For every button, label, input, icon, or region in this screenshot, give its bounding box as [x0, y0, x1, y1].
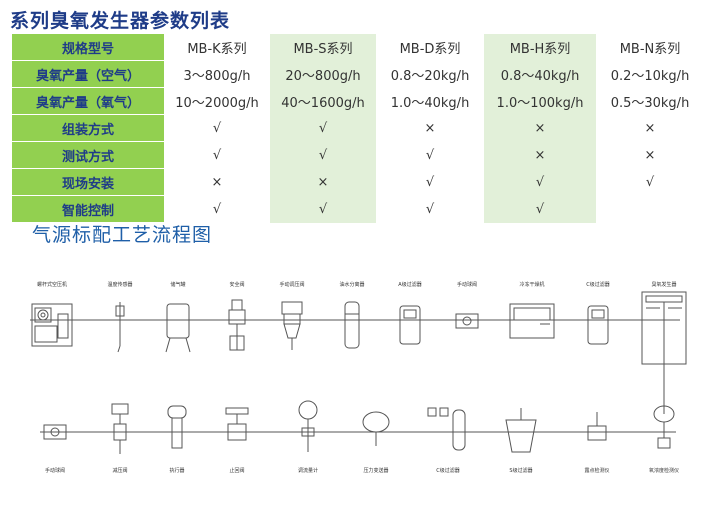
flow-label-bottom-1: 减压阀	[112, 467, 127, 474]
manual-ball-valve-2-icon	[43, 424, 67, 440]
flow-label-top-7: 手动球阀	[457, 281, 477, 288]
a-grade-filter-icon	[399, 305, 421, 345]
flow-label-top-4: 手动调压阀	[279, 281, 304, 288]
spec-table: 规格型号 MB-K系列 MB-S系列 MB-D系列 MB-H系列 MB-N系列臭氧产量（空…	[12, 34, 704, 223]
spec-cell: 1.0～40kg/h	[390, 96, 470, 111]
row-header: 组装方式	[12, 115, 164, 142]
row-header: 测试方式	[12, 142, 164, 169]
spec-cell: MB-D系列	[399, 42, 461, 57]
spec-cell: 0.2～10kg/h	[610, 69, 690, 84]
flow-label-bottom-8: 露点检测仪	[584, 467, 609, 474]
process-flow-diagram: 螺杆式空压机 温度传感器 储气罐 安全阀 手动调压阀 油水分离器 A级过滤器 手…	[30, 281, 687, 474]
flow-label-bottom-5: 压力变送器	[363, 467, 388, 474]
flow-label-top-2: 储气罐	[170, 281, 185, 288]
s-grade-filter-icon	[505, 408, 537, 453]
spec-cell: 0.5～30kg/h	[610, 96, 690, 111]
manual-regulator-icon	[281, 301, 303, 350]
actuator-icon	[167, 405, 187, 449]
spec-row: 臭氧产量（空气） 3～800g/h 20～800g/h 0.8～20kg/h 0.8～4…	[12, 61, 704, 88]
spec-cell: MB-N系列	[619, 42, 681, 57]
flow-subtitle: 气源标配工艺流程图	[32, 224, 213, 246]
oxygen-concentration-analyzer-icon	[653, 405, 675, 449]
spec-cell: 40～1600g/h	[270, 88, 376, 115]
spec-cell: ×	[270, 169, 376, 196]
freeze-dryer-icon	[509, 303, 555, 339]
spec-row: 臭氧产量（氧气） 10～2000g/h 40～1600g/h 1.0～40kg/h 1.…	[12, 88, 704, 115]
spec-cell: MB-K系列	[187, 42, 247, 57]
spec-cell: √	[425, 175, 435, 190]
spec-cell: √	[270, 142, 376, 169]
flow-label-bottom-7: S级过滤器	[509, 467, 532, 474]
spec-cell: ×	[484, 142, 596, 169]
spec-cell: √	[212, 148, 222, 163]
check-valve-icon	[225, 407, 249, 441]
spec-cell: √	[645, 175, 655, 190]
spec-cell: ×	[644, 121, 656, 136]
row-header: 臭氧产量（氧气）	[12, 88, 164, 115]
spec-cell: ×	[644, 148, 656, 163]
spec-row: 现场安装 × × √ √ √	[12, 169, 704, 196]
spec-cell: √	[425, 202, 435, 217]
row-header: 规格型号	[12, 34, 164, 61]
page-title: 系列臭氧发生器参数列表	[10, 10, 231, 32]
flow-label-bottom-0: 手动球阀	[45, 467, 65, 474]
spec-row: 测试方式 √ √ √ × ×	[12, 142, 704, 169]
spec-cell: ×	[484, 115, 596, 142]
manual-ball-valve-icon	[455, 313, 479, 329]
spec-cell: √	[212, 202, 222, 217]
flow-label-top-1: 温度传感器	[107, 281, 132, 288]
spec-cell: √	[484, 196, 596, 223]
safety-valve-icon	[228, 299, 246, 351]
pressure-transmitter-icon	[362, 411, 390, 446]
spec-cell: 20～800g/h	[270, 61, 376, 88]
air-tank-icon	[165, 303, 191, 353]
spec-cell: ×	[424, 121, 436, 136]
row-header: 臭氧产量（空气）	[12, 61, 164, 88]
spec-cell	[596, 196, 704, 223]
flow-meter-icon	[298, 400, 318, 452]
spec-row: 智能控制 √ √ √ √	[12, 196, 704, 223]
flow-label-bottom-9: 氧浓度检测仪	[649, 467, 679, 474]
ozone-generator-icon	[641, 291, 687, 365]
spec-cell: 3～800g/h	[183, 69, 251, 84]
row-header: 智能控制	[12, 196, 164, 223]
spec-cell: 10～2000g/h	[175, 96, 259, 111]
row-header: 现场安装	[12, 169, 164, 196]
c-grade-filter-icon	[587, 305, 609, 345]
spec-cell: √	[270, 115, 376, 142]
flow-label-top-3: 安全阀	[229, 281, 244, 288]
flow-label-bottom-2: 执行器	[169, 467, 184, 474]
dew-point-analyzer-icon	[587, 412, 607, 441]
flow-label-top-6: A级过滤器	[398, 281, 421, 288]
spec-cell: √	[484, 169, 596, 196]
flow-label-top-9: C级过滤器	[586, 281, 610, 288]
spec-row: 组装方式 √ √ × × ×	[12, 115, 704, 142]
spec-cell: 0.8～40kg/h	[484, 61, 596, 88]
spec-row: 规格型号 MB-K系列 MB-S系列 MB-D系列 MB-H系列 MB-N系列	[12, 34, 704, 61]
flow-label-bottom-6: C级过滤器	[436, 467, 460, 474]
spec-cell: √	[425, 148, 435, 163]
flow-label-bottom-4: 调流量计	[298, 467, 318, 474]
pressure-reducing-valve-icon	[111, 403, 129, 454]
spec-cell: MB-H系列	[484, 34, 596, 61]
flow-label-top-0: 螺杆式空压机	[37, 281, 67, 288]
flow-label-top-5: 油水分离器	[339, 281, 364, 288]
oil-water-separator-icon	[344, 301, 360, 349]
screw-compressor-icon	[31, 303, 73, 347]
spec-cell: √	[212, 121, 222, 136]
flow-label-bottom-3: 止回阀	[229, 467, 244, 474]
c-grade-filter-2-icon	[427, 407, 466, 451]
flow-label-top-10: 臭氧发生器	[651, 281, 676, 288]
spec-cell: ×	[211, 175, 223, 190]
spec-cell: √	[270, 196, 376, 223]
spec-cell: MB-S系列	[270, 34, 376, 61]
flow-label-top-8: 冷冻干燥机	[519, 281, 544, 288]
temperature-sensor-icon	[115, 302, 125, 353]
spec-cell: 1.0～100kg/h	[484, 88, 596, 115]
spec-cell: 0.8～20kg/h	[390, 69, 470, 84]
